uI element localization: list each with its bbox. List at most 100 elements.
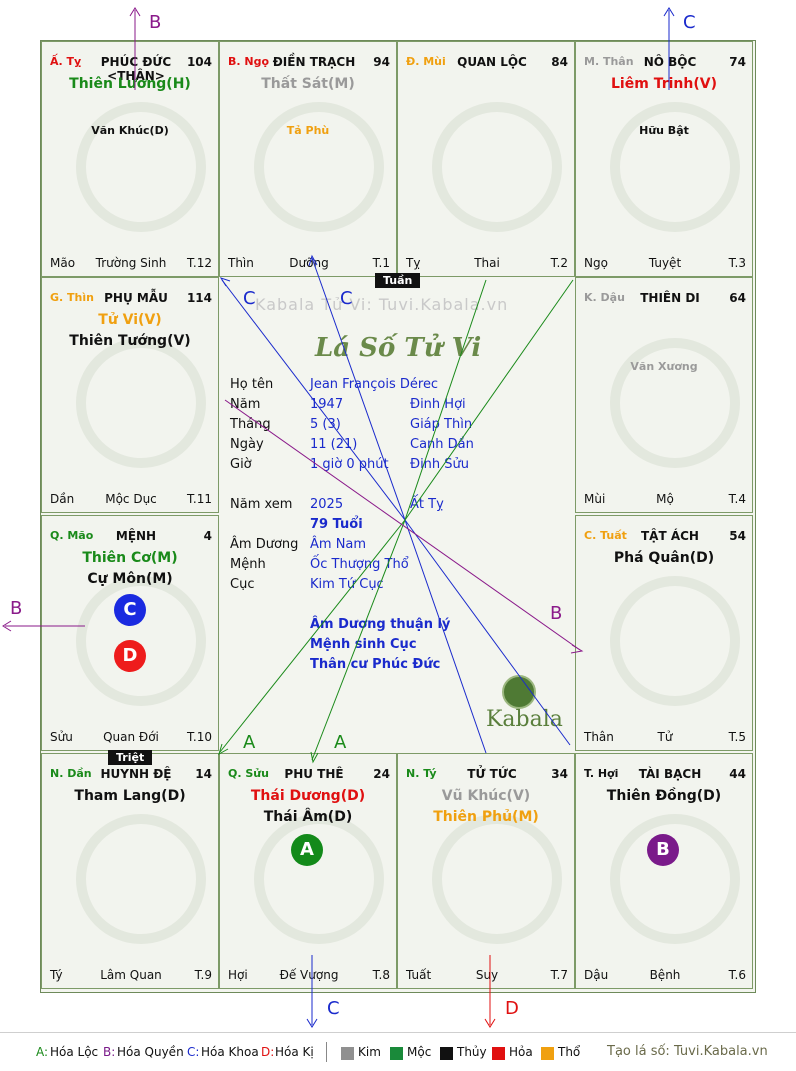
earthly-branch: Hợi [228,968,248,982]
life-stage: Thai [474,256,500,270]
line-label-a1: A [243,732,256,753]
period-label: T.8 [372,968,390,982]
info-label: Họ tên [230,377,274,392]
brand-name: Kabala [486,707,563,732]
zodiac-emblem-icon [610,576,740,706]
major-star: Thiên Phủ(M) [433,809,539,825]
major-star: Liêm Trinh(V) [611,76,717,92]
legend-c-text: Hóa Khoa [201,1045,259,1059]
heavenly-stem: Q. Mão [50,529,94,542]
hoa-swatch [492,1047,505,1060]
heavenly-stem: Q. Sửu [228,767,269,780]
zodiac-emblem-icon [610,338,740,468]
minor-star: Hữu Bật [639,124,689,137]
info-value: 1947 [310,397,344,412]
major-star: Thái Âm(D) [263,809,353,825]
minor-star: Văn Khúc(D) [91,124,169,137]
palace-number: 14 [195,767,212,781]
zodiac-emblem-icon [254,102,384,232]
legend-hoa: Hỏa [509,1045,533,1059]
palace-name: ĐIỀN TRẠCH [272,55,356,69]
kabala-logo-icon [502,675,536,709]
palace-name: MỆNH [115,529,157,543]
palace-number: 74 [729,55,746,69]
legend-thuy: Thủy [457,1045,487,1059]
period-label: T.9 [194,968,212,982]
legend-divider [326,1042,327,1062]
life-stage: Quan Đới [103,730,159,744]
info-label: Mệnh [230,557,266,572]
palace-number: 44 [729,767,746,781]
zodiac-emblem-icon [432,102,562,232]
info-label: Tháng [230,417,271,432]
info-label: Năm [230,397,261,412]
line-label-b: B [550,603,563,624]
period-label: T.5 [728,730,746,744]
major-star: Tham Lang(D) [74,788,186,804]
info-value: 2025 [310,497,344,512]
note-3: Thân cư Phúc Đức [310,657,441,672]
palace-number: 104 [186,55,212,69]
legend-a-text: Hóa Lộc [50,1045,99,1059]
heavenly-stem: M. Thân [584,55,634,68]
major-star: Thái Dương(D) [250,788,366,804]
period-label: T.6 [728,968,746,982]
info-value: 11 (21) [310,437,358,452]
legend-moc: Mộc [407,1045,432,1059]
legend-d-text: Hóa Kị [275,1045,314,1059]
line-label-c1: C [243,288,256,309]
period-label: T.7 [550,968,568,982]
palace-name: TÀI BẠCH [638,767,702,781]
info-value: 1 giờ 0 phút [310,457,389,472]
zodiac-emblem-icon [610,814,740,944]
palace-name: PHỤ MẪU [104,291,168,305]
life-stage: Lâm Quan [100,968,162,982]
life-stage: Mộ [656,492,674,506]
legend-kim: Kim [358,1045,381,1059]
life-stage: Mộc Dục [105,492,157,506]
life-stage: Dưỡng [289,256,329,270]
major-star: Thiên Lương(H) [69,76,191,92]
palace-name: TẬT ÁCH [641,529,699,543]
zodiac-emblem-icon [76,576,206,706]
legend-b-text: Hóa Quyền [117,1045,184,1059]
period-label: T.12 [187,256,212,270]
credit-link[interactable]: Tạo lá số: Tuvi.Kabala.vn [607,1044,768,1059]
hoa-quyen-circle: B [647,834,679,866]
major-star: Thất Sát(M) [261,76,355,92]
info-value: Ốc Thượng Thổ [310,557,409,572]
earthly-branch: Tỵ [406,256,421,270]
palace-name: NÔ BỘC [643,55,697,69]
earthly-branch: Mùi [584,492,606,506]
earthly-branch: Tý [50,968,63,982]
heavenly-stem: C. Tuất [584,529,627,542]
life-stage: Đế Vượng [279,968,339,982]
tho-swatch [541,1047,554,1060]
major-star: Cự Môn(M) [87,571,173,587]
period-label: T.3 [728,256,746,270]
minor-star: Văn Xương [630,360,698,373]
palace-number: 34 [551,767,568,781]
heavenly-stem: T. Hợi [584,767,619,780]
heavenly-stem: B. Ngọ [228,55,270,68]
info-label: Ngày [230,437,264,452]
palace-number: 84 [551,55,568,69]
palace-number: 114 [186,291,212,305]
arrow-label-bottom-d: D [505,998,519,1019]
note-1: Âm Dương thuận lý [310,617,451,632]
palace-name: PHU THÊ [284,767,344,781]
legend-d-key: D: [261,1045,275,1059]
